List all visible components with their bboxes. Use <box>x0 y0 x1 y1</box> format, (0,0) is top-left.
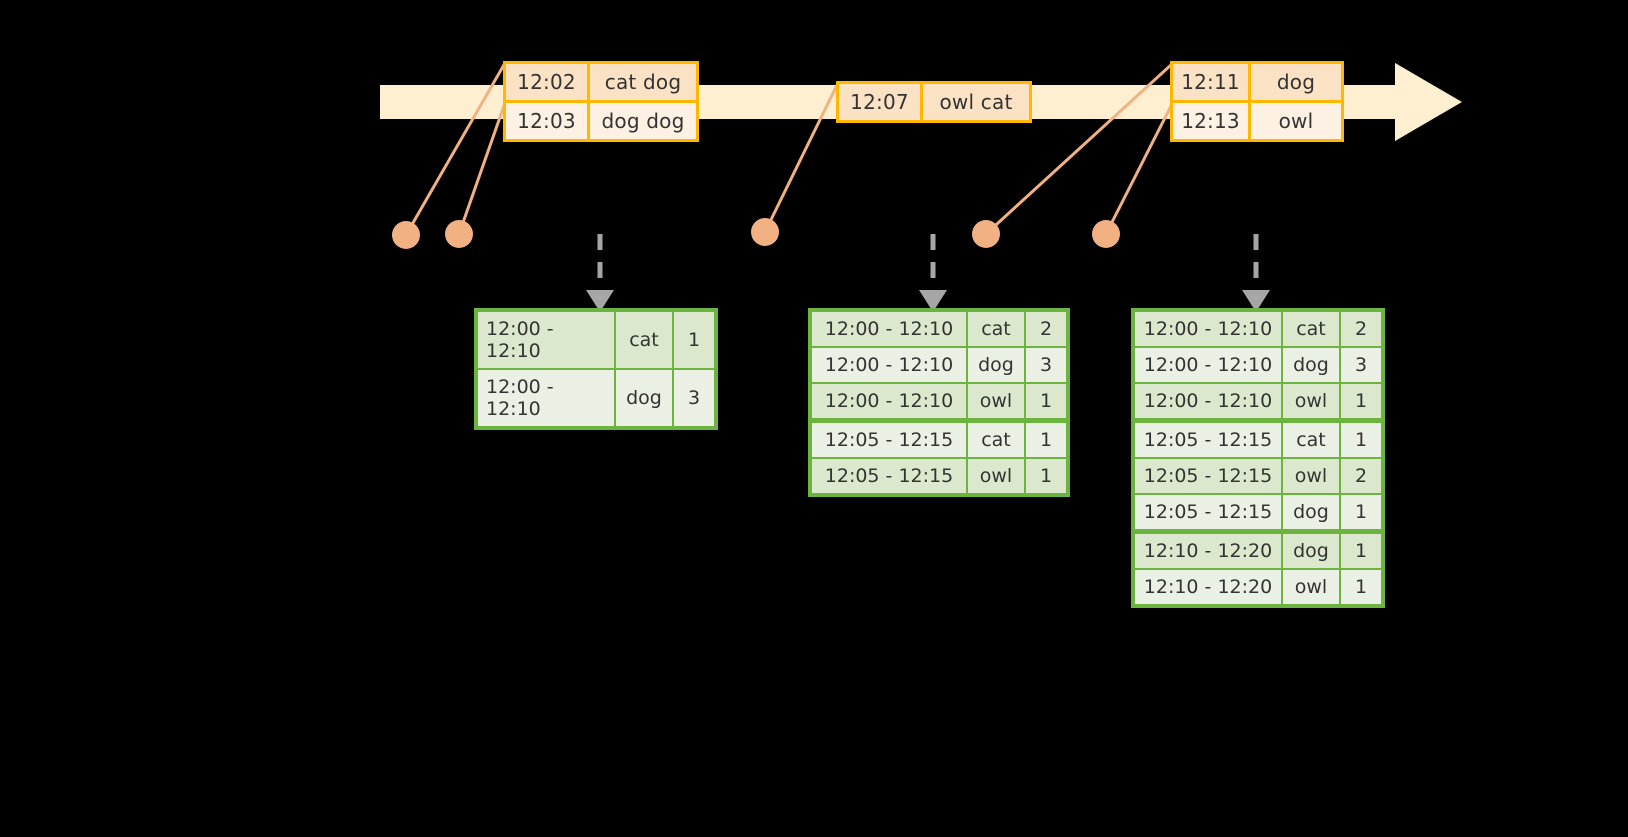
event-box-1: 12:02 cat dog 12:03 dog dog <box>503 61 699 142</box>
event-box-3: 12:11 dog 12:13 owl <box>1170 61 1344 142</box>
connector-line <box>457 102 507 235</box>
table-row: 12:00 - 12:10 dog 3 <box>1135 348 1381 384</box>
window-cell: 12:00 - 12:10 <box>812 348 968 382</box>
window-cell: 12:00 - 12:10 <box>1135 312 1283 346</box>
word-cell: owl <box>1283 384 1341 418</box>
word-cell: cat <box>1283 423 1341 457</box>
connector-dots <box>392 218 1120 249</box>
word-cell: cat <box>616 312 674 368</box>
table-row: 12:05 - 12:15 owl 1 <box>812 459 1066 493</box>
count-cell: 2 <box>1341 459 1381 493</box>
window-cell: 12:00 - 12:10 <box>478 312 616 368</box>
result-table-3: 12:00 - 12:10 cat 2 12:00 - 12:10 dog 3 … <box>1131 308 1385 608</box>
word-cell: dog <box>1283 534 1341 568</box>
result-table-2: 12:00 - 12:10 cat 2 12:00 - 12:10 dog 3 … <box>808 308 1070 497</box>
table-row: 12:00 - 12:10 owl 1 <box>1135 384 1381 423</box>
word-cell: owl <box>1283 570 1341 604</box>
count-cell: 1 <box>1341 534 1381 568</box>
count-cell: 1 <box>1026 459 1066 493</box>
dashed-arrows <box>597 234 1259 292</box>
window-cell: 12:05 - 12:15 <box>812 459 968 493</box>
word-cell: owl <box>968 459 1026 493</box>
word-cell: cat <box>1283 312 1341 346</box>
window-cell: 12:00 - 12:10 <box>1135 384 1283 418</box>
table-row: 12:00 - 12:10 owl 1 <box>812 384 1066 423</box>
window-cell: 12:00 - 12:10 <box>812 312 968 346</box>
result-table-1: 12:00 - 12:10 cat 1 12:00 - 12:10 dog 3 <box>474 308 718 430</box>
table-row: 12:00 - 12:10 cat 2 <box>812 312 1066 348</box>
window-cell: 12:00 - 12:10 <box>478 370 616 426</box>
window-cell: 12:10 - 12:20 <box>1135 570 1283 604</box>
table-row: 12:00 - 12:10 cat 1 <box>478 312 714 370</box>
count-cell: 2 <box>1026 312 1066 346</box>
event-time: 12:13 <box>1173 103 1251 139</box>
table-row: 12:10 - 12:20 owl 1 <box>1135 570 1381 604</box>
table-row: 12:05 - 12:15 cat 1 <box>1135 423 1381 459</box>
event-row: 12:07 owl cat <box>839 84 1029 120</box>
event-words: owl <box>1251 103 1341 139</box>
event-row: 12:13 owl <box>1173 100 1341 139</box>
event-words: dog dog <box>590 103 696 139</box>
connector-line <box>763 82 840 233</box>
count-cell: 3 <box>1341 348 1381 382</box>
event-time: 12:11 <box>1173 64 1251 100</box>
event-time: 12:07 <box>839 84 923 120</box>
word-cell: cat <box>968 312 1026 346</box>
connector-line <box>404 62 507 236</box>
connector-dot <box>972 220 1000 248</box>
event-words: owl cat <box>923 84 1029 120</box>
count-cell: 1 <box>674 312 714 368</box>
table-row: 12:10 - 12:20 dog 1 <box>1135 534 1381 570</box>
connector-dot <box>445 220 473 248</box>
event-time: 12:03 <box>506 103 590 139</box>
count-cell: 1 <box>1026 423 1066 457</box>
table-row: 12:05 - 12:15 owl 2 <box>1135 459 1381 495</box>
window-cell: 12:10 - 12:20 <box>1135 534 1283 568</box>
word-cell: dog <box>1283 495 1341 529</box>
window-cell: 12:05 - 12:15 <box>1135 459 1283 493</box>
connector-dot <box>1092 220 1120 248</box>
window-cell: 12:05 - 12:15 <box>1135 495 1283 529</box>
event-time: 12:02 <box>506 64 590 100</box>
count-cell: 3 <box>1026 348 1066 382</box>
count-cell: 2 <box>1341 312 1381 346</box>
count-cell: 1 <box>1341 495 1381 529</box>
window-cell: 12:05 - 12:15 <box>812 423 968 457</box>
table-row: 12:05 - 12:15 cat 1 <box>812 423 1066 459</box>
table-row: 12:00 - 12:10 dog 3 <box>812 348 1066 384</box>
event-row: 12:02 cat dog <box>506 64 696 100</box>
event-words: dog <box>1251 64 1341 100</box>
count-cell: 1 <box>1341 384 1381 418</box>
window-cell: 12:00 - 12:10 <box>1135 348 1283 382</box>
window-cell: 12:05 - 12:15 <box>1135 423 1283 457</box>
table-row: 12:00 - 12:10 cat 2 <box>1135 312 1381 348</box>
event-row: 12:11 dog <box>1173 64 1341 100</box>
event-words: cat dog <box>590 64 696 100</box>
event-row: 12:03 dog dog <box>506 100 696 139</box>
count-cell: 3 <box>674 370 714 426</box>
word-cell: cat <box>968 423 1026 457</box>
table-row: 12:00 - 12:10 dog 3 <box>478 370 714 426</box>
connector-dot <box>392 221 420 249</box>
table-row: 12:05 - 12:15 dog 1 <box>1135 495 1381 534</box>
word-cell: dog <box>616 370 674 426</box>
word-cell: owl <box>1283 459 1341 493</box>
word-cell: owl <box>968 384 1026 418</box>
connector-dot <box>751 218 779 246</box>
word-cell: dog <box>968 348 1026 382</box>
event-box-2: 12:07 owl cat <box>836 81 1032 123</box>
count-cell: 1 <box>1341 570 1381 604</box>
word-cell: dog <box>1283 348 1341 382</box>
window-cell: 12:00 - 12:10 <box>812 384 968 418</box>
connector-line <box>1104 103 1174 235</box>
count-cell: 1 <box>1341 423 1381 457</box>
count-cell: 1 <box>1026 384 1066 418</box>
